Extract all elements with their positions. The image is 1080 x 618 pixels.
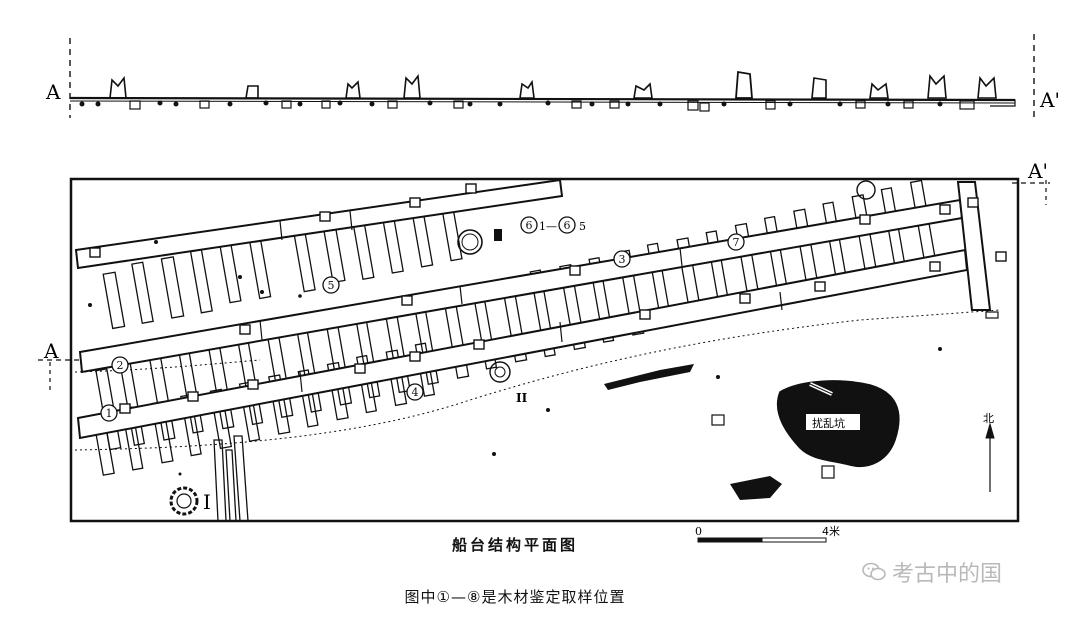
sample-7: 7 — [733, 236, 740, 249]
sample-6b: 6 — [564, 219, 571, 232]
pegs — [88, 240, 942, 476]
feature-I-ring — [169, 486, 199, 516]
watermark-text: 考古中的国 — [892, 562, 1003, 587]
plan-label-a: A — [43, 339, 59, 363]
wood-fragment-2 — [730, 476, 782, 500]
plan-label-a-prime: A' — [1027, 159, 1048, 183]
section-left-label: A — [45, 80, 61, 104]
edge-dotted-line-2 — [74, 359, 261, 373]
section-profile — [69, 34, 1035, 118]
sample-6-range: 1— — [539, 220, 557, 233]
sample-markers — [100, 216, 745, 422]
watermark: 考古中的国 — [862, 556, 1002, 588]
feature-II-square — [494, 229, 502, 241]
sample-6-end: 5 — [579, 220, 586, 233]
mortise-blocks — [89, 183, 1007, 414]
sample-5: 5 — [328, 279, 335, 292]
wechat-icon — [862, 562, 886, 581]
sample-2: 2 — [117, 359, 124, 372]
scale-end: 4米 — [822, 525, 840, 538]
north-arrow — [985, 422, 995, 492]
scale-bar — [697, 537, 827, 543]
north-label: 北 — [983, 412, 994, 425]
scale-start: 0 — [695, 525, 702, 538]
sample-1: 1 — [106, 407, 113, 420]
small-boxes — [711, 311, 999, 479]
wood-fragment — [604, 364, 694, 390]
feature-II-label: II — [516, 391, 528, 405]
section-right-label: A' — [1039, 88, 1060, 112]
edge-dotted-line — [74, 309, 1001, 451]
sample-3: 3 — [619, 253, 626, 266]
figure-note: 图中①—⑧是木材鉴定取样位置 — [404, 588, 626, 606]
lower-left-piles — [213, 435, 249, 522]
feature-I-label: I — [203, 490, 211, 514]
figure-title: 船台结构平面图 — [451, 536, 578, 554]
plan-frame — [69, 177, 1020, 523]
sample-6: 6 — [526, 219, 533, 232]
sample-4: 4 — [412, 386, 419, 399]
round-feature — [457, 180, 876, 383]
pit-label: 扰乱坑 — [812, 416, 845, 430]
